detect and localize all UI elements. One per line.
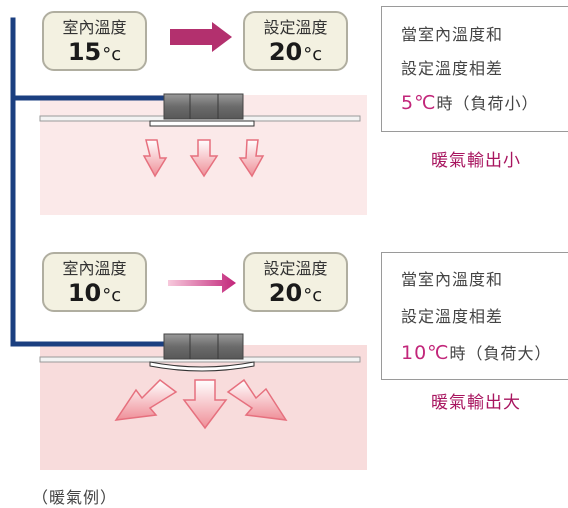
note-line-2: 設定溫度相差 (401, 307, 504, 326)
heating-output-low: 暖氣輸出小 (431, 151, 521, 171)
temp-difference: 5℃ (401, 92, 437, 114)
room-temp-value: 15°c (67, 38, 122, 66)
indoor-unit-body (163, 333, 244, 360)
note-line-3: 10℃時（負荷大） (401, 335, 568, 372)
note-line-2: 設定溫度相差 (401, 59, 504, 78)
temp-difference: 10℃ (401, 342, 450, 364)
room-temp-label: 室內溫度 (62, 18, 127, 37)
set-temp-label: 設定溫度 (263, 18, 328, 37)
temp-arrow-strong (170, 22, 232, 52)
set-temp-box-low: 設定溫度 20°c (243, 11, 348, 71)
indoor-unit-grille (149, 361, 255, 372)
load-description: 時（負荷小） (436, 94, 539, 113)
heating-example-caption: （暖氣例） (32, 488, 118, 507)
room-temp-label: 室內溫度 (62, 259, 127, 278)
note-line-3: 5℃時（負荷小） (401, 86, 568, 120)
set-temp-label: 設定溫度 (263, 259, 328, 278)
set-temp-value: 20°c (268, 38, 323, 66)
ceiling-unit-high (39, 333, 361, 372)
load-note-high: 當室內溫度和 設定溫度相差 10℃時（負荷大） (381, 252, 568, 380)
indoor-unit-body (163, 93, 244, 120)
heating-output-high: 暖氣輸出大 (431, 393, 521, 413)
set-temp-value: 20°c (268, 279, 323, 307)
room-temp-box-low: 室內溫度 15°c (42, 11, 147, 71)
warm-air-arrows-small (142, 139, 265, 178)
temp-arrow-weak (168, 273, 236, 293)
indoor-unit-grille (149, 120, 255, 127)
note-line-1: 當室內溫度和 (401, 25, 504, 44)
warm-air-arrows-large (114, 378, 288, 430)
load-description: 時（負荷大） (449, 344, 552, 363)
note-line-1: 當室內溫度和 (401, 270, 504, 289)
room-temp-box-high: 室內溫度 10°c (42, 252, 147, 312)
room-temp-value: 10°c (67, 279, 122, 307)
refrigerant-pipe (10, 17, 167, 347)
ceiling-unit-low (39, 93, 361, 127)
load-note-low: 當室內溫度和 設定溫度相差 5℃時（負荷小） (381, 6, 568, 132)
set-temp-box-high: 設定溫度 20°c (243, 252, 348, 312)
